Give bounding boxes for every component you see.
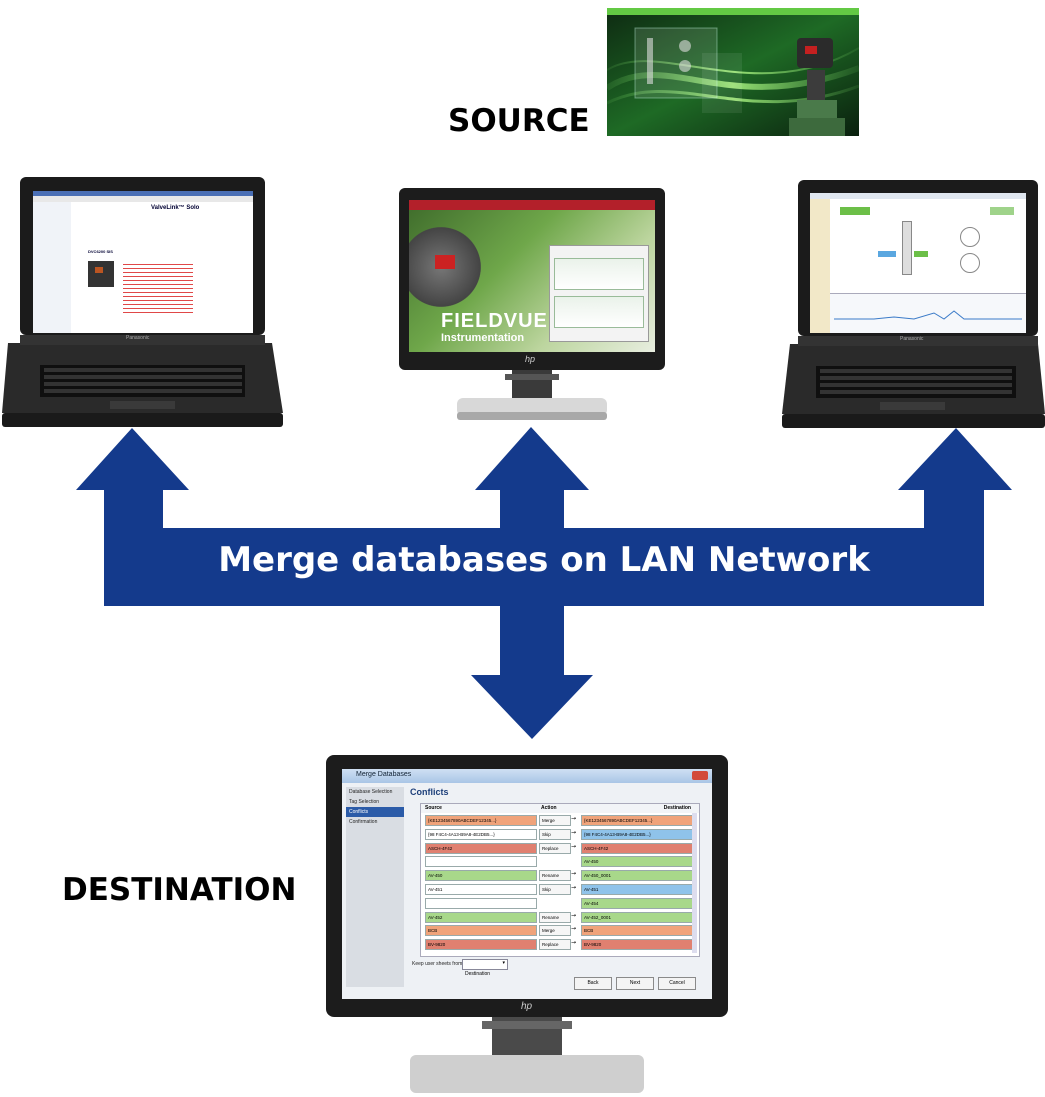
banner-text: Merge databases on LAN Network	[218, 540, 870, 580]
left-laptop: ValveLink™ Solo DVC6200 SIS Panasonic	[0, 175, 285, 430]
keep-sheets-value: Destination	[465, 971, 491, 977]
table-row: AV-450	[421, 854, 699, 868]
destination-cell: BCB	[581, 925, 693, 937]
action-select[interactable]: Merge	[539, 815, 571, 826]
merge-dialog-title: Merge Databases	[356, 771, 412, 778]
source-cell: {98 F4C4-4A13-B9A8-4E2DB5...}	[425, 828, 537, 840]
action-select[interactable]: Skip	[539, 883, 571, 895]
arrow-right-icon: →	[571, 828, 577, 836]
arrow-center-down	[471, 606, 593, 739]
table-header: Source Action Destination	[421, 804, 699, 813]
action-select[interactable]: Rename	[539, 911, 571, 923]
table-scrollbar[interactable]	[692, 813, 697, 953]
conflicts-heading: Conflicts	[410, 787, 449, 797]
source-image	[607, 8, 859, 136]
destination-cell: ASCH-4F42	[581, 842, 693, 854]
next-button[interactable]: Next	[616, 977, 654, 990]
table-rows: {KE1234567890ABCDEF12345...}Merge→{KE123…	[421, 813, 699, 951]
source-cell: AV-450	[425, 870, 537, 882]
center-monitor: FIELDVUE Instrumentation hp	[397, 188, 667, 424]
left-laptop-brand: Panasonic	[126, 335, 150, 341]
merge-dialog: Merge Databases Database Selection Tag S…	[342, 769, 712, 999]
keep-sheets-label: Keep user sheets from:	[412, 961, 464, 967]
arrow-center-up	[475, 427, 589, 528]
arrow-right-icon: →	[571, 911, 577, 919]
back-button[interactable]: Back	[574, 977, 612, 990]
center-monitor-brand-sub: Instrumentation	[441, 332, 525, 344]
sidebar-item-tag-selection[interactable]: Tag Selection	[349, 799, 380, 805]
destination-label: DESTINATION	[62, 872, 297, 908]
destination-cell: {98 F4C4-4A13-B9A8-4E2DB5...}	[581, 828, 693, 840]
table-row: {98 F4C4-4A13-B9A8-4E2DB5...}Skip→{98 F4…	[421, 827, 699, 841]
destination-cell: AV-454	[581, 897, 693, 909]
destination-cell: AV-450	[581, 856, 693, 868]
arrow-right-icon: →	[571, 925, 577, 933]
left-laptop-screen: ValveLink™ Solo DVC6200 SIS	[33, 191, 253, 333]
sidebar-item-database-selection[interactable]: Database Selection	[349, 789, 393, 795]
arrow-right-icon: →	[571, 939, 577, 947]
action-select[interactable]: Rename	[539, 870, 571, 882]
destination-cell: AV-452_0001	[581, 911, 693, 923]
col-action: Action	[541, 805, 557, 811]
arrow-right-icon: →	[571, 815, 577, 822]
right-laptop-trend	[834, 310, 1022, 320]
source-cell: BV-9820	[425, 939, 537, 951]
merge-dialog-sidebar: Database Selection Tag Selection Conflic…	[346, 787, 404, 987]
conflicts-table: Source Action Destination {KE1234567890A…	[420, 803, 700, 957]
action-select[interactable]: Merge	[539, 925, 571, 937]
table-row: {KE1234567890ABCDEF12345...}Merge→{KE123…	[421, 813, 699, 827]
left-laptop-app-title: ValveLink™ Solo	[151, 205, 200, 211]
center-monitor-logo: hp	[525, 354, 536, 364]
source-label: SOURCE	[448, 103, 590, 139]
cancel-button[interactable]: Cancel	[658, 977, 696, 990]
center-monitor-screen: FIELDVUE Instrumentation	[409, 200, 655, 352]
source-cell: AV-451	[425, 883, 537, 895]
arrow-left	[76, 428, 189, 528]
source-cell: {KE1234567890ABCDEF12345...}	[425, 815, 537, 826]
banner-bar	[104, 528, 984, 606]
left-laptop-device-header: DVC6200 SIS	[88, 249, 113, 254]
source-cell: ASCH-4F42	[425, 842, 537, 854]
destination-monitor-logo: hp	[521, 1001, 533, 1012]
right-laptop: Panasonic	[780, 178, 1045, 430]
col-destination: Destination	[663, 805, 691, 811]
source-cell: BCB	[425, 925, 537, 937]
action-select[interactable]: Replace	[539, 939, 571, 951]
arrow-right-icon: →	[571, 842, 577, 850]
arrow-right-icon: →	[571, 883, 577, 891]
merge-dialog-titlebar: Merge Databases	[342, 769, 712, 783]
right-laptop-brand: Panasonic	[900, 336, 924, 342]
source-cell	[425, 897, 537, 909]
table-row: AV-454	[421, 896, 699, 910]
sidebar-item-confirmation[interactable]: Confirmation	[349, 819, 378, 825]
destination-monitor: hp Merge Databases Database Selection Ta…	[326, 755, 728, 1093]
col-source: Source	[425, 805, 442, 811]
arrow-right-icon: →	[571, 870, 577, 878]
destination-cell: {KE1234567890ABCDEF12345...}	[581, 815, 693, 826]
sidebar-item-conflicts[interactable]: Conflicts	[346, 807, 404, 817]
keep-sheets-select[interactable]: Destination ▾	[462, 959, 508, 977]
arrow-right	[898, 428, 1012, 528]
center-monitor-brand: FIELDVUE	[441, 310, 548, 332]
action-select[interactable]: Skip	[539, 828, 571, 840]
destination-cell: AV-451	[581, 883, 693, 895]
source-image-art	[607, 8, 859, 136]
source-cell	[425, 856, 537, 868]
destination-cell: BV-9820	[581, 939, 693, 951]
source-cell: AV-452	[425, 911, 537, 923]
destination-cell: AV-450_0001	[581, 870, 693, 882]
right-laptop-screen	[810, 193, 1026, 333]
action-select[interactable]: Replace	[539, 842, 571, 854]
close-icon[interactable]	[692, 771, 708, 780]
chevron-down-icon: ▾	[502, 960, 505, 966]
